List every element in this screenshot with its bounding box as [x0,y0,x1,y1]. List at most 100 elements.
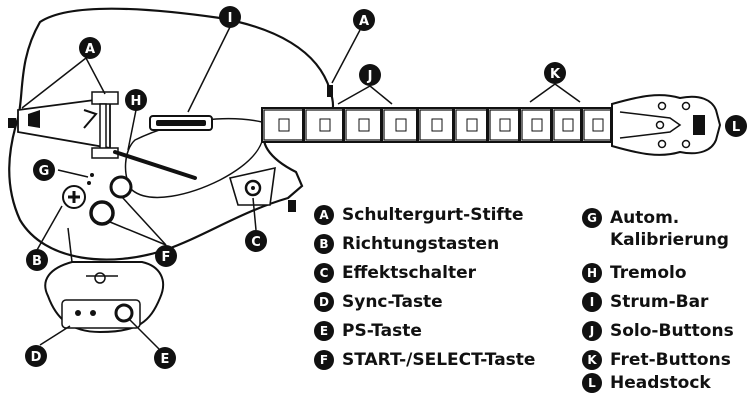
legend-badge: L [582,373,602,393]
legend-badge: D [314,292,334,312]
svg-text:L: L [732,120,740,135]
svg-text:A: A [359,14,369,29]
legend-badge: F [314,350,334,370]
bridge [17,91,119,159]
fret-marker [319,118,331,132]
fret-marker [358,118,370,132]
callout-f: F [155,245,177,267]
legend-label: Tremolo [610,263,687,283]
legend-item-b: B Richtungstasten [314,233,499,255]
fret-button [521,109,552,141]
legend-label: Autom. Kalibrierung [610,208,729,250]
fret-marker [395,118,407,132]
leader-lines [21,26,581,351]
fret-button [345,109,382,141]
legend-badge: I [582,292,602,312]
callout-l: L [725,115,747,137]
legend-item-f: F START-/SELECT-Taste [314,349,535,371]
legend-label: Schultergurt-Stifte [342,205,524,225]
calibration-sensor-2 [87,181,91,185]
headstock [611,94,722,156]
guitar-neck [261,107,613,143]
callout-d: D [25,345,47,367]
legend-label: Richtungstasten [342,234,500,254]
svg-text:B: B [32,254,42,269]
fret-button [383,109,418,141]
callout-g: G [33,159,55,181]
select-button [89,200,115,226]
svg-text:H: H [131,94,142,109]
strap-pin-left [8,118,16,128]
fret-wire [342,108,345,142]
legend-badge: C [314,263,334,283]
callout-a-2: A [353,9,375,31]
fret-button [305,109,344,141]
fret-button [263,109,304,141]
legend-label: Effektschalter [342,263,476,283]
strap-pin-bottom [288,200,296,212]
legend-badge: B [314,234,334,254]
legend-badge: A [314,205,334,225]
legend-item-g: G Autom. Kalibrierung [582,207,750,251]
svg-text:C: C [251,235,261,250]
fret-wire [580,108,583,142]
fret-button [583,109,612,141]
fret-marker [562,118,574,132]
legend-item-i: I Strum-Bar [582,291,708,313]
fret-wire [380,108,383,142]
legend-badge: G [582,208,602,228]
fret-button [455,109,488,141]
legend-label: PS-Taste [342,321,422,341]
start-button [109,175,133,199]
fret-marker [278,118,290,132]
legend-badge: J [582,321,602,341]
legend-item-d: D Sync-Taste [314,291,443,313]
legend-item-j: J Solo-Buttons [582,320,734,342]
svg-text:A: A [85,42,95,57]
svg-text:G: G [39,164,50,179]
legend-item-l: L Headstock [582,372,711,394]
svg-text:E: E [161,352,170,367]
fret-marker [531,118,543,132]
fret-marker [499,118,511,132]
callout-h: H [125,89,147,111]
tremolo-arm [113,150,197,180]
legend-label: Solo-Buttons [610,321,734,341]
svg-text:K: K [550,67,561,82]
legend-label: START-/SELECT-Taste [342,350,536,370]
fret-button [489,109,520,141]
fret-wire [486,108,489,142]
svg-text:I: I [228,11,233,26]
fret-wire [518,108,521,142]
legend-label: Fret-Buttons [610,350,731,370]
legend-item-h: H Tremolo [582,262,687,284]
inset-detail [44,261,165,334]
legend-label: Strum-Bar [610,292,709,312]
fret-wire [302,108,305,142]
directional-pad [62,185,86,209]
callout-j: J [359,64,381,86]
fret-marker [466,118,478,132]
callout-c: C [245,230,267,252]
callout-k: K [544,62,566,84]
strum-bar [149,115,213,131]
legend-badge: E [314,321,334,341]
fret-wire [452,108,455,142]
fret-button [419,109,454,141]
callout-b: B [26,249,48,271]
callout-e: E [154,347,176,369]
effects-switch [228,166,276,206]
strap-pin-top [327,85,333,97]
legend-item-e: E PS-Taste [314,320,422,342]
callout-a-1: A [79,37,101,59]
callout-i: I [219,6,241,28]
fret-wire [416,108,419,142]
legend-badge: H [582,263,602,283]
svg-text:F: F [162,250,171,265]
legend-label: Headstock [610,373,711,393]
svg-text:D: D [31,350,42,365]
calibration-sensor [90,173,94,177]
legend-item-c: C Effektschalter [314,262,476,284]
legend-label: Sync-Taste [342,292,443,312]
